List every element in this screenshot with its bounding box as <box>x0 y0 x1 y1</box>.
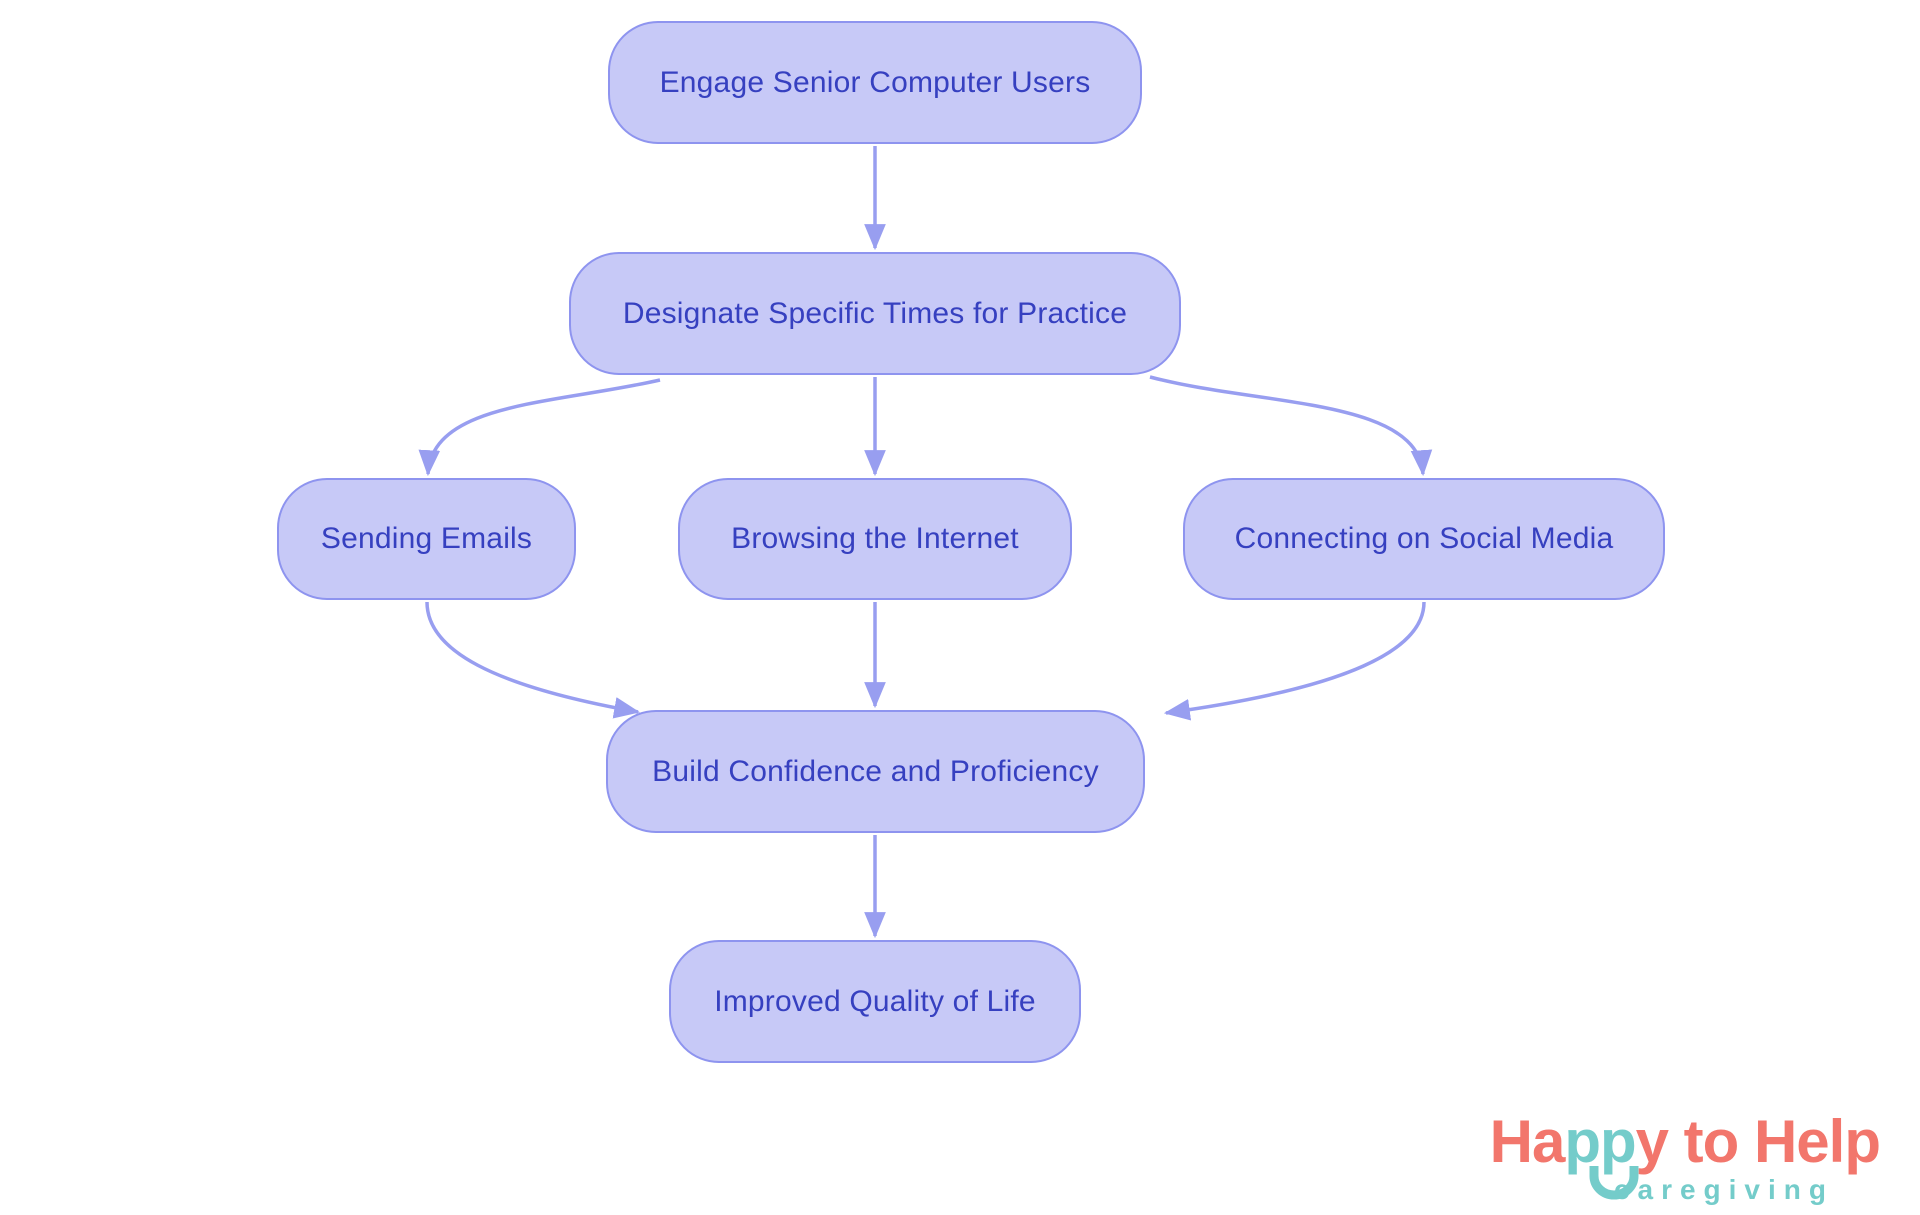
edge-social-to-confidence <box>1163 601 1426 721</box>
logo-subtitle: caregiving <box>1613 1174 1834 1205</box>
node-connecting-on-social-media: Connecting on Social Media <box>1183 478 1665 600</box>
node-sending-emails: Sending Emails <box>277 478 576 600</box>
edge-designate-to-social <box>1149 375 1433 477</box>
node-designate-specific-times: Designate Specific Times for Practice <box>569 252 1181 375</box>
node-browsing-the-internet: Browsing the Internet <box>678 478 1072 600</box>
edge-designate-to-emails <box>418 378 661 477</box>
node-label: Connecting on Social Media <box>1234 522 1614 555</box>
node-build-confidence-proficiency: Build Confidence and Proficiency <box>606 710 1145 833</box>
logo-text-ha: Ha <box>1489 1108 1566 1175</box>
node-label: Improved Quality of Life <box>714 984 1036 1018</box>
smile-icon <box>1589 1166 1639 1200</box>
logo-text-y-to-help: y to Help <box>1635 1108 1881 1175</box>
node-engage-senior-computer-users: Engage Senior Computer Users <box>608 21 1142 144</box>
node-label: Designate Specific Times for Practice <box>622 296 1128 330</box>
node-label: Engage Senior Computer Users <box>659 65 1091 99</box>
node-label: Sending Emails <box>320 522 533 555</box>
node-label: Browsing the Internet <box>731 522 1019 555</box>
node-improved-quality-of-life: Improved Quality of Life <box>669 940 1081 1063</box>
logo-text-pp: pp <box>1564 1108 1636 1175</box>
edge-emails-to-confidence <box>425 601 641 719</box>
logo-wordmark: Happy to Help <box>1490 1112 1881 1200</box>
happy-to-help-logo: Happy to Help caregiving <box>1490 1112 1881 1206</box>
node-label: Build Confidence and Proficiency <box>652 754 1099 788</box>
